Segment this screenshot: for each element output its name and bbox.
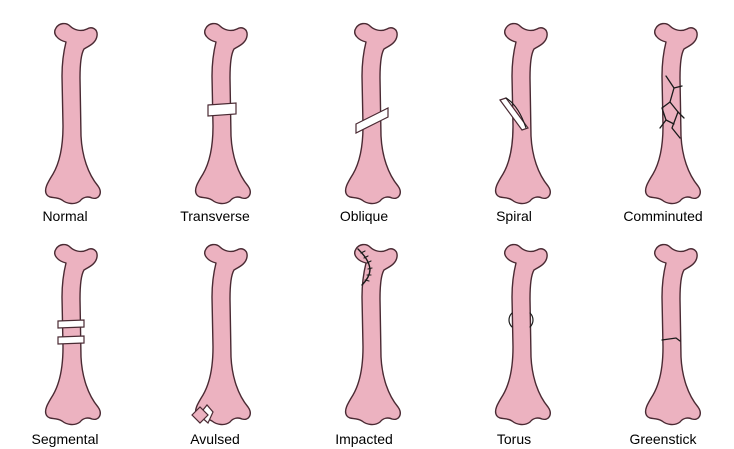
label-normal: Normal: [0, 208, 138, 224]
label-comminuted: Comminuted: [590, 208, 734, 224]
bone-comminuted: [646, 24, 701, 204]
bone-normal: [46, 24, 101, 204]
bone-outline: [646, 24, 701, 204]
bone-outline: [346, 24, 401, 204]
torus-buckle-left: [509, 313, 512, 327]
bone-outline: [196, 245, 251, 425]
segmental-gap-lower: [58, 336, 84, 344]
transverse-fracture-gap: [208, 103, 236, 116]
label-greenstick: Greenstick: [590, 431, 734, 447]
bone-segmental: [46, 245, 101, 425]
bone-outline: [346, 245, 401, 425]
label-oblique: Oblique: [291, 208, 437, 224]
bone-impacted: [346, 245, 401, 425]
bone-outline: [496, 24, 551, 204]
bone-spiral: [496, 24, 551, 204]
label-spiral: Spiral: [441, 208, 587, 224]
bone-oblique: [346, 24, 401, 204]
segmental-gap-upper: [58, 320, 84, 328]
label-torus: Torus: [441, 431, 587, 447]
bone-outline: [496, 245, 551, 425]
label-avulsed: Avulsed: [142, 431, 288, 447]
label-impacted: Impacted: [291, 431, 437, 447]
bone-outline: [46, 24, 101, 204]
bone-torus: [496, 245, 551, 425]
bone-avulsed: [192, 245, 250, 425]
label-segmental: Segmental: [0, 431, 138, 447]
bone-greenstick: [646, 245, 701, 425]
label-transverse: Transverse: [142, 208, 288, 224]
bone-outline: [46, 245, 101, 425]
bone-transverse: [196, 24, 251, 204]
bone-outline: [646, 245, 701, 425]
